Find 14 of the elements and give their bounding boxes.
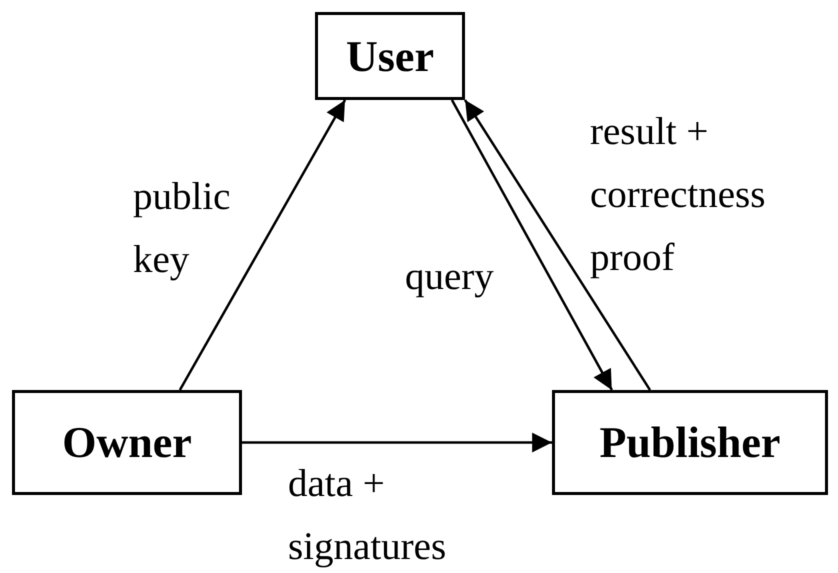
- entity-box: [12, 390, 242, 495]
- arrow: [464, 99, 652, 391]
- edge-label: data + signatures: [288, 461, 448, 570]
- entity-label: Publisher: [600, 417, 780, 468]
- entity-box: [315, 12, 465, 100]
- entity-box: [552, 390, 828, 495]
- arrow: [178, 99, 346, 391]
- entity-label: User: [346, 30, 434, 82]
- edge-label: query: [405, 254, 495, 300]
- entity-label: Owner: [62, 417, 192, 468]
- edge-label: result + correctness proof: [590, 109, 766, 281]
- edge-label: public key: [133, 174, 232, 283]
- arrow: [450, 99, 613, 391]
- arrow: [242, 432, 552, 452]
